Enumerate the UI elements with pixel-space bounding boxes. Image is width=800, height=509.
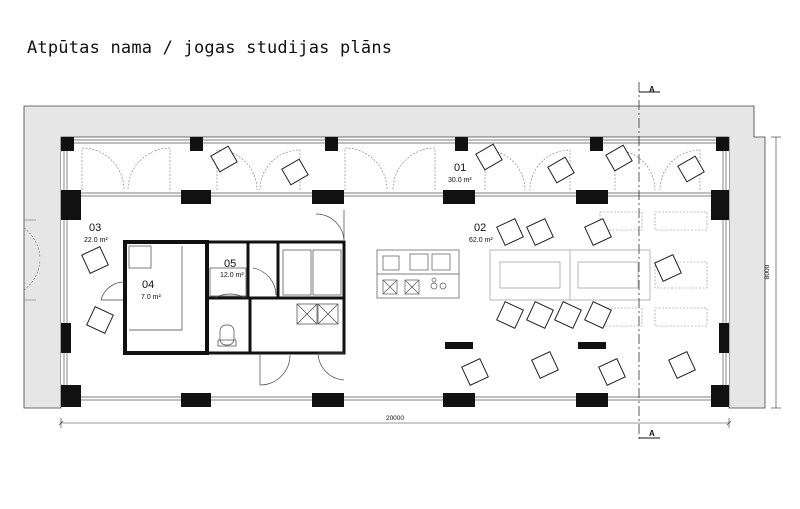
room-number: 03 — [89, 222, 101, 234]
glazing — [61, 139, 729, 401]
room-label-05: 05 12.0 m² — [220, 258, 244, 279]
core-fixtures — [100, 210, 345, 386]
section-line — [638, 82, 660, 440]
porch-loungers — [210, 143, 705, 186]
porch-floor — [61, 145, 729, 199]
section-marker-bottom: A — [649, 429, 655, 438]
section-marker-top: A — [649, 85, 655, 94]
room-number: 05 — [224, 258, 236, 270]
interior-floor — [61, 199, 729, 404]
room-label-03: 03 22.0 m² — [84, 222, 108, 244]
room-area: 22.0 m² — [84, 237, 108, 244]
room-number: 04 — [142, 279, 154, 291]
core-walls — [123, 240, 346, 355]
room-number: 02 — [474, 222, 486, 234]
room-number: 01 — [454, 162, 466, 174]
room-label-02: 02 62.0 m² — [469, 222, 493, 244]
room-label-01: 01 30.0 m² — [448, 162, 472, 184]
room-area: 62.0 m² — [469, 237, 493, 244]
dimension-width: 20000 — [386, 415, 404, 422]
room-area: 12.0 m² — [220, 272, 244, 279]
room-area: 7.0 m² — [141, 294, 162, 301]
structural-columns — [61, 137, 729, 407]
plan-title: Atpūtas nama / jogas studijas plāns — [27, 38, 393, 58]
dimension-lines — [58, 136, 781, 428]
room-area: 30.0 m² — [448, 177, 472, 184]
interior-chairs — [81, 218, 696, 386]
room-label-04: 04 7.0 m² — [141, 279, 162, 301]
kitchen-counter — [376, 249, 460, 299]
dimension-depth: 8000 — [764, 264, 771, 279]
terrace-paving — [23, 105, 766, 409]
yoga-mats — [489, 211, 708, 327]
